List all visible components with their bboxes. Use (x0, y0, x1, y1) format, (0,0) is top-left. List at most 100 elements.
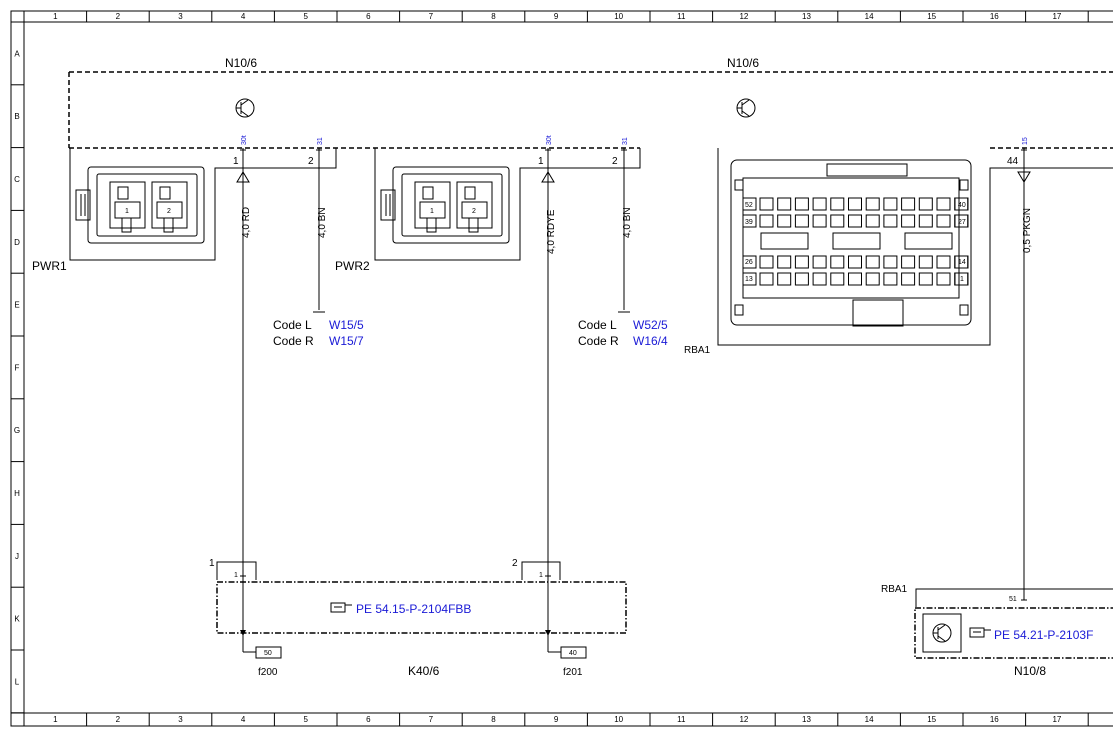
rba-pin-cell (918, 255, 933, 269)
rba-pin-cell (918, 214, 933, 228)
terminal-30t-b: 30t (546, 135, 553, 145)
grid-row-label: E (14, 301, 19, 310)
terminal-30t-a: 30t (241, 135, 248, 145)
grid-row-label: L (15, 677, 20, 686)
connector-label-pwr2: PWR2 (335, 259, 370, 273)
connector-label-pwr1: PWR1 (32, 259, 67, 273)
grid-column-label: 11 (677, 715, 686, 724)
grid-column-label: 3 (178, 715, 183, 724)
rba-pin-cell (812, 272, 827, 286)
grid-column-label: 5 (303, 12, 308, 21)
rba-pin-cell (777, 272, 792, 286)
grid-column-label: 17 (1052, 12, 1061, 21)
rba-pin-cell (812, 255, 827, 269)
terminal-31-b: 31 (622, 137, 629, 145)
rba-pin-cell (901, 272, 916, 286)
transistor-icon (736, 98, 756, 118)
pin-label-pwr1-2: 2 (308, 156, 314, 167)
grid-row-label: C (14, 175, 20, 184)
pointing-hand-icon (330, 602, 352, 613)
rba-pin-label: 14 (958, 259, 966, 266)
rba-pin-label: 26 (745, 259, 753, 266)
connector-label-rba1-bottom: RBA1 (881, 584, 908, 595)
grid-column-label: 14 (865, 715, 874, 724)
grid-column-label: 2 (116, 12, 121, 21)
rba-pin-label: 1 (960, 276, 964, 283)
rba-pin-cell (759, 272, 774, 286)
ground-ref-w16-4[interactable]: W16/4 (633, 334, 668, 348)
fuse-box-k40-6 (216, 561, 627, 659)
grid-row-label: G (14, 426, 20, 435)
fuse-marker (545, 630, 551, 636)
grid-column-label: 10 (614, 12, 623, 21)
grid-frame (10, 10, 1113, 727)
rba-pin-cell (901, 255, 916, 269)
column-ticks (86, 11, 1089, 726)
rba-pin-cell (954, 214, 969, 228)
grid-column-label: 1 (53, 715, 58, 724)
fuse-label-f200: f200 (258, 667, 278, 678)
connector-pin-label: 1 (430, 208, 434, 215)
fuse-conn-label-2: 2 (512, 558, 518, 569)
grid-column-label: 7 (429, 715, 434, 724)
fuse-conn-label-1: 1 (209, 558, 215, 569)
grid-column-label: 8 (491, 715, 496, 724)
rba-pin-cell (742, 214, 757, 228)
ground-code-l-2: Code L (578, 318, 617, 332)
ground-ref-w15-7[interactable]: W15/7 (329, 334, 364, 348)
ground-code-r-2: Code R (578, 334, 619, 348)
ground-ref-w15-5[interactable]: W15/5 (329, 318, 364, 332)
rba1-pin-grid (742, 197, 969, 286)
grid-column-label: 11 (677, 12, 686, 21)
rba-pin-label: 13 (745, 276, 753, 283)
module-label-n10-6-right: N10/6 (727, 56, 759, 70)
reference-link-pe-54-21[interactable]: PE 54.21-P-2103F (994, 628, 1093, 642)
grid-row-label: B (14, 112, 19, 121)
rba-pin-cell (794, 255, 809, 269)
rba-pin-cell (865, 272, 880, 286)
rba-pin-cell (848, 214, 862, 228)
rba-pin-cell (812, 197, 827, 211)
rba-pin-cell (936, 255, 951, 269)
wire-label-rd: 4,0 RD (241, 207, 252, 238)
rba-pin-cell (865, 214, 880, 228)
grid-column-label: 5 (303, 715, 308, 724)
grid-column-label: 6 (366, 12, 371, 21)
module-label-n10-8: N10/8 (1014, 664, 1046, 678)
terminal-15: 15 (1022, 137, 1029, 145)
rba-pin-label: 27 (958, 219, 966, 226)
rba-pin-cell (759, 255, 774, 269)
grid-column-label: 6 (366, 715, 371, 724)
rba-pin-label: 40 (958, 202, 966, 209)
ground-ref-w52-5[interactable]: W52/5 (633, 318, 668, 332)
rba-pin-cell (936, 197, 951, 211)
rba-pin-cell (759, 197, 774, 211)
wire-label-rdye: 4,0 RDYE (546, 209, 557, 254)
pointing-hand-icon (969, 627, 991, 638)
pin-label-rba-44: 44 (1007, 156, 1019, 167)
rba-pin-cell (812, 214, 827, 228)
rba-pin-cell (742, 255, 757, 269)
terminal-31-a: 31 (317, 137, 324, 145)
connector-rba1 (717, 148, 1113, 346)
grid-column-label: 7 (429, 12, 434, 21)
grid-column-label: 9 (554, 715, 559, 724)
rba-pin-cell (830, 255, 845, 269)
reference-link-pe-54-15[interactable]: PE 54.15-P-2104FBB (356, 602, 471, 616)
rba-pin-cell (918, 272, 933, 286)
rba-pin-cell (848, 255, 862, 269)
rba-pin-cell (865, 255, 880, 269)
rba-pin-label: 52 (745, 202, 753, 209)
grid-column-label: 14 (865, 12, 874, 21)
rba-pin-cell (830, 214, 845, 228)
rba-pin-cell (848, 197, 862, 211)
rba-pin-cell (918, 197, 933, 211)
grid-row-label: F (15, 363, 20, 372)
rba-pin-cell (777, 214, 792, 228)
grid-column-label: 1 (53, 12, 58, 21)
rba-pin-cell (936, 272, 951, 286)
rba-pin-cell (901, 197, 916, 211)
fuse-pin-label-a: 1 (234, 572, 238, 579)
ground-code-l-1: Code L (273, 318, 312, 332)
